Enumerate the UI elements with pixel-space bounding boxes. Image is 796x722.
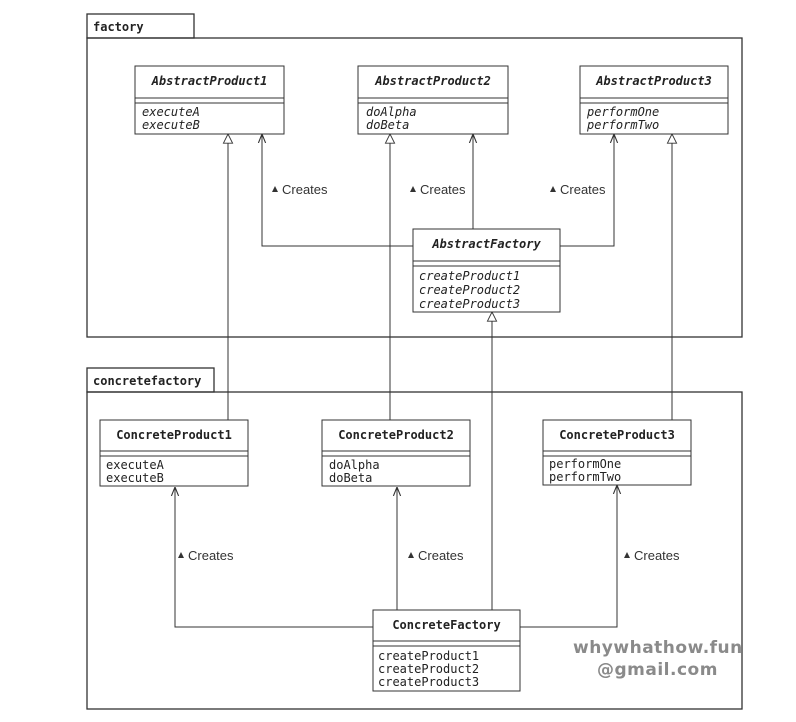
class-abstract-product1: AbstractProduct1 executeA executeB <box>134 65 285 135</box>
method: executeB <box>106 471 164 485</box>
method: createProduct3 <box>378 675 479 689</box>
package-concretefactory: concretefactory <box>86 367 743 710</box>
creates-cf-cp3 <box>520 485 617 628</box>
method: executeA <box>106 458 165 472</box>
package-concretefactory-label: concretefactory <box>93 374 201 388</box>
creates-direction-icon <box>410 186 416 192</box>
creates-text: Creates <box>634 548 680 563</box>
creates-af-ap3 <box>560 134 614 247</box>
creates-text: Creates <box>418 548 464 563</box>
watermark-line2: @gmail.com <box>597 660 718 680</box>
package-factory-body <box>86 37 743 338</box>
creates-direction-icon <box>178 552 184 558</box>
creates-text: Creates <box>560 182 606 197</box>
creates-label-3: Creates <box>550 182 606 197</box>
creates-direction-icon <box>272 186 278 192</box>
method: createProduct2 <box>378 662 479 676</box>
method: doBeta <box>366 118 409 132</box>
creates-label-4: Creates <box>178 548 234 563</box>
creates-labels: Creates Creates Creates Creates Creates … <box>178 182 680 563</box>
class-name: AbstractProduct2 <box>374 74 491 88</box>
creates-text: Creates <box>420 182 466 197</box>
method: doAlpha <box>366 105 417 119</box>
class-name: AbstractFactory <box>431 237 541 251</box>
method: doAlpha <box>329 458 380 472</box>
method: performTwo <box>549 470 621 484</box>
class-concrete-product2: ConcreteProduct2 doAlpha doBeta <box>321 419 471 487</box>
class-name: ConcreteProduct2 <box>338 428 454 442</box>
method: performOne <box>586 105 659 119</box>
class-name: ConcreteProduct3 <box>559 428 675 442</box>
class-abstract-product2: AbstractProduct2 doAlpha doBeta <box>357 65 509 135</box>
creates-label-5: Creates <box>408 548 464 563</box>
creates-text: Creates <box>188 548 234 563</box>
creates-direction-icon <box>550 186 556 192</box>
creates-label-2: Creates <box>410 182 466 197</box>
package-factory-tab <box>86 13 195 39</box>
watermark-line1: whywhathow.fun <box>573 638 743 658</box>
method: performOne <box>549 457 621 471</box>
creates-af-ap1 <box>262 134 413 247</box>
creates-label-1: Creates <box>272 182 328 197</box>
class-concrete-factory: ConcreteFactory createProduct1 createPro… <box>372 609 521 692</box>
creates-cf-cp1 <box>175 487 373 628</box>
class-name: AbstractProduct1 <box>151 74 268 88</box>
class-name: AbstractProduct3 <box>595 74 712 88</box>
connectors <box>175 134 672 628</box>
method: doBeta <box>329 471 372 485</box>
package-factory: factory <box>86 13 743 338</box>
method: executeA <box>142 105 200 119</box>
package-factory-label: factory <box>93 20 144 34</box>
class-name: ConcreteProduct1 <box>116 428 232 442</box>
creates-direction-icon <box>624 552 630 558</box>
class-name: ConcreteFactory <box>392 618 500 632</box>
method: createProduct3 <box>419 297 520 311</box>
creates-text: Creates <box>282 182 328 197</box>
creates-direction-icon <box>408 552 414 558</box>
method: executeB <box>142 118 200 132</box>
package-concretefactory-tab <box>86 367 215 393</box>
class-abstract-factory: AbstractFactory createProduct1 createPro… <box>412 228 561 313</box>
class-concrete-product3: ConcreteProduct3 performOne performTwo <box>542 419 692 486</box>
method: createProduct1 <box>378 649 479 663</box>
method: createProduct1 <box>419 269 520 283</box>
creates-label-6: Creates <box>624 548 680 563</box>
class-abstract-product3: AbstractProduct3 performOne performTwo <box>579 65 729 135</box>
class-concrete-product1: ConcreteProduct1 executeA executeB <box>99 419 249 487</box>
package-concretefactory-body <box>86 391 743 710</box>
method: createProduct2 <box>419 283 520 297</box>
method: performTwo <box>586 118 659 132</box>
